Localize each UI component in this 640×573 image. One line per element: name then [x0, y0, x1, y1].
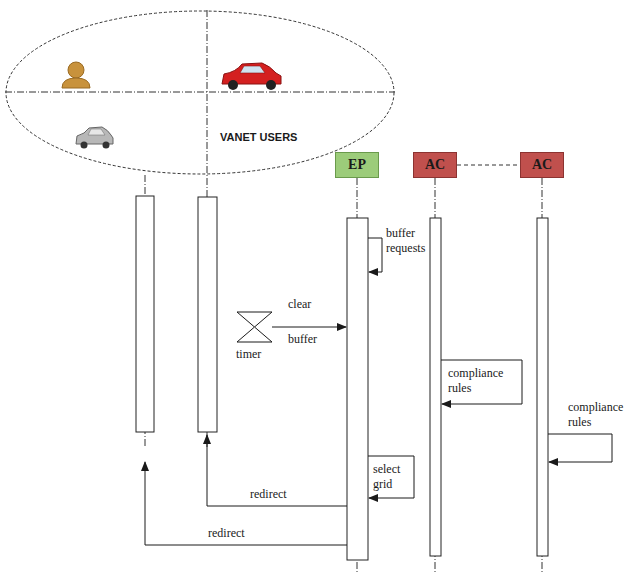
car-icon: [76, 127, 113, 144]
region-divider: [5, 92, 395, 93]
self-message: [441, 360, 522, 404]
message-arrow: [145, 462, 347, 545]
activation-bar: [136, 196, 154, 432]
region-outline: [5, 10, 395, 175]
person-icon: [62, 78, 90, 88]
activation-bar: [537, 218, 548, 556]
person-icon: [68, 62, 84, 78]
message-label: redirect: [250, 487, 287, 502]
node-label: VANET USERS: [220, 131, 297, 143]
car-wheel: [103, 142, 110, 149]
self-message: [368, 456, 414, 498]
car-window: [88, 129, 105, 135]
car-wheel: [266, 80, 276, 90]
car-window: [240, 66, 265, 73]
timer-symbol: [237, 327, 272, 342]
message-label: buffer: [288, 332, 317, 347]
region-outline: [6, 11, 394, 174]
message-label: timer: [236, 347, 261, 362]
message-arrow: [272, 327, 346, 328]
controller-link: [457, 165, 520, 166]
self-message: [548, 434, 612, 462]
activation-bar: [347, 218, 368, 560]
message-label: compliance rules: [568, 400, 636, 430]
timer-symbol: [237, 312, 272, 327]
car-wheel: [228, 80, 238, 90]
user-group-ellipse: VANET USERS: [5, 10, 395, 175]
message-label: select grid: [373, 462, 409, 492]
access-controller-box: AC: [413, 152, 457, 178]
node-label: AC: [425, 157, 445, 173]
self-message: [368, 238, 382, 272]
activation-bar: [198, 197, 217, 432]
car-wheel: [81, 142, 88, 149]
node-label: EP: [348, 157, 366, 173]
access-controller-box: AC: [520, 152, 564, 178]
message-label: buffer requests: [386, 226, 436, 256]
node-label: AC: [532, 157, 552, 173]
message-label: redirect: [208, 526, 245, 541]
entry-point-box: EP: [335, 152, 379, 178]
message-arrow: [207, 435, 347, 506]
activation-bar: [430, 218, 441, 556]
message-label: clear: [288, 297, 311, 312]
message-label: compliance rules: [448, 366, 518, 396]
